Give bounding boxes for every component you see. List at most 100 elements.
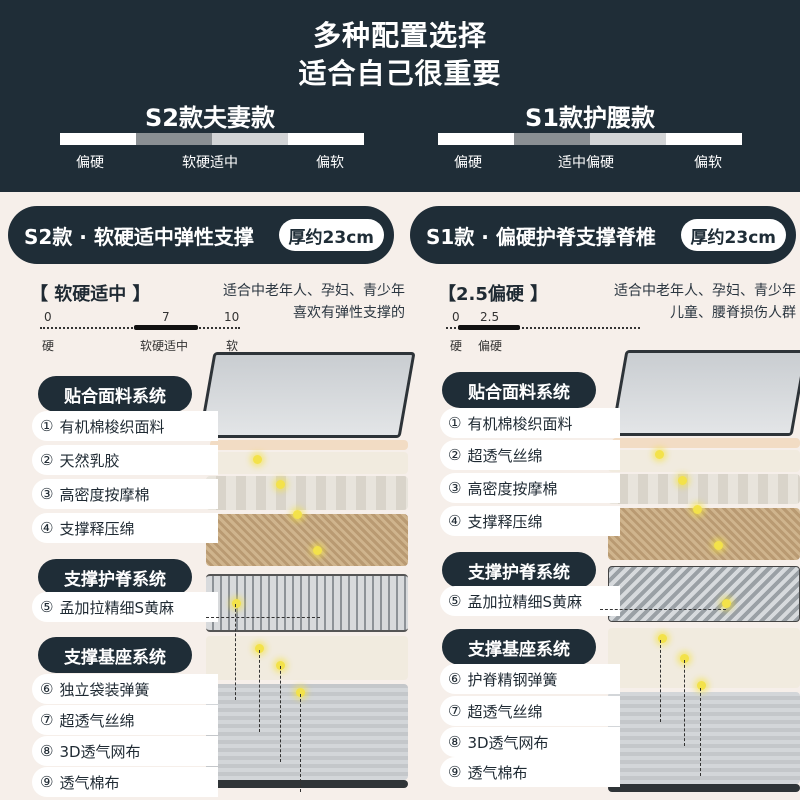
layer-number: ① — [448, 414, 462, 432]
layer-number: ⑤ — [40, 598, 54, 616]
headline-line-2: 适合自己很重要 — [298, 57, 502, 90]
fit-text-s2: 适合中老年人、孕妇、青少年 喜欢有弹性支撑的 — [190, 280, 405, 324]
model-title-s1: S1款护腰款 — [525, 104, 655, 132]
layer-label: 透气棉布 — [59, 773, 120, 792]
layer-number: ② — [40, 451, 54, 469]
headline-line-1: 多种配置选择 — [312, 19, 487, 52]
layer-label: 有机棉梭织面料 — [467, 414, 573, 433]
layer-item: ⑤ 孟加拉精细S黄麻 — [32, 592, 218, 622]
layer-number: ⑧ — [448, 733, 462, 751]
bar-label-soft-s2: 偏软 — [316, 155, 344, 171]
layer-label: 3D透气网布 — [59, 742, 141, 761]
system-pill-fabric-s2: 贴合面料系统 — [38, 376, 192, 412]
fit-line: 喜欢有弹性支撑的 — [293, 305, 405, 321]
section-title-s2: S2款 · 软硬适中弹性支撑 — [24, 224, 254, 249]
layer-marker-dot — [293, 510, 302, 519]
bar-label-mid-s1: 适中偏硬 — [558, 155, 614, 171]
layer-label: 独立袋装弹簧 — [59, 680, 150, 699]
leader-line — [300, 694, 301, 792]
section-pill-s2: S2款 · 软硬适中弹性支撑 厚约23cm — [8, 206, 394, 264]
layer-visual-cover — [610, 350, 800, 436]
layer-number: ② — [448, 446, 462, 464]
layer-marker-dot — [276, 661, 285, 670]
bar-label-firm-s1: 偏硬 — [454, 155, 482, 171]
layer-label: 天然乳胶 — [59, 451, 120, 470]
layer-item: ⑨ 透气棉布 — [32, 767, 218, 797]
layer-visual-fiber-2 — [608, 628, 800, 688]
leader-line — [280, 666, 281, 762]
system-pill-spine-s1: 支撑护脊系统 — [442, 552, 596, 588]
fit-text-s1: 适合中老年人、孕妇、青少年 儿童、腰脊损伤人群 — [590, 280, 796, 324]
layer-label: 支撑释压绵 — [467, 512, 543, 531]
system-pill-fabric-s1: 贴合面料系统 — [442, 372, 596, 408]
layer-number: ⑤ — [448, 592, 462, 610]
firmness-bar-s2 — [60, 133, 364, 145]
leader-line — [600, 609, 726, 610]
section-title-s1: S1款 · 偏硬护脊支撑脊椎 — [426, 224, 656, 249]
scale-right-s2: 软 — [226, 339, 239, 353]
layer-visual-support-foam — [608, 508, 800, 560]
layer-visual-pocket-springs — [206, 574, 408, 632]
layer-marker-dot — [693, 505, 702, 514]
layer-item: ① 有机棉梭织面料 — [32, 411, 218, 441]
layer-label: 3D透气网布 — [467, 733, 549, 752]
layer-visual-base-edge — [206, 780, 408, 788]
layer-visual-base-edge — [608, 784, 800, 792]
leader-line — [259, 650, 260, 732]
layer-label: 有机棉梭织面料 — [59, 417, 165, 436]
thickness-badge-s2: 厚约23cm — [278, 219, 384, 251]
layer-number: ① — [40, 417, 54, 435]
leader-line — [660, 640, 661, 722]
layer-visual-fiber-edge — [612, 438, 800, 448]
layer-number: ④ — [40, 519, 54, 537]
layer-marker-dot — [253, 455, 262, 464]
scale-left-s2: 硬 — [42, 339, 55, 353]
layer-visual-fiber — [608, 450, 800, 472]
layer-visual-base — [206, 684, 408, 780]
scale-left-s1: 硬 — [450, 339, 463, 353]
system-pill-base-s1: 支撑基座系统 — [442, 629, 596, 665]
scale-mid-s2: 软硬适中 — [140, 339, 189, 353]
layer-number: ③ — [40, 485, 54, 503]
firmness-bar-s1 — [438, 133, 742, 145]
section-pill-s1: S1款 · 偏硬护脊支撑脊椎 厚约23cm — [410, 206, 796, 264]
leader-line — [700, 688, 701, 776]
layer-marker-dot — [655, 450, 664, 459]
layer-visual-massage-foam — [206, 476, 408, 510]
layer-marker-dot — [255, 644, 264, 653]
bar-label-firm-s2: 偏硬 — [76, 155, 104, 171]
layer-marker-dot — [313, 546, 322, 555]
model-title-s2: S2款夫妻款 — [145, 104, 275, 132]
header-banner: 多种配置选择 适合自己很重要 S2款夫妻款 偏硬 软硬适中 偏软 S1款护腰款 … — [0, 0, 800, 192]
layer-number: ⑦ — [448, 702, 462, 720]
layer-visual-cover — [198, 352, 416, 438]
fit-line: 适合中老年人、孕妇、青少年 — [614, 283, 796, 299]
layer-visual-latex — [206, 452, 408, 474]
layer-item: ⑧ 3D透气网布 — [440, 727, 620, 757]
scale-min-s1: 0 — [452, 310, 460, 324]
layer-marker-dot — [697, 681, 706, 690]
layer-label: 高密度按摩棉 — [59, 485, 150, 504]
system-pill-base-s2: 支撑基座系统 — [38, 637, 192, 673]
layer-number: ⑨ — [40, 773, 54, 791]
layer-number: ③ — [448, 479, 462, 497]
scale-min-s2: 0 — [44, 310, 52, 324]
layer-label: 超透气丝绵 — [59, 711, 135, 730]
layer-visual-base — [608, 692, 800, 784]
leader-line — [684, 660, 685, 746]
layer-number: ⑥ — [448, 670, 462, 688]
scale-marker-s2 — [134, 325, 198, 330]
leader-line — [235, 604, 236, 700]
thickness-badge-s1: 厚约23cm — [680, 219, 786, 251]
layer-visual-fiber — [206, 636, 408, 680]
layer-label: 孟加拉精细S黄麻 — [59, 598, 174, 617]
hardness-title-s2: 【 软硬适中 】 — [30, 284, 151, 305]
layer-item: ③ 高密度按摩棉 — [32, 479, 218, 509]
layer-visual-massage-foam — [608, 474, 800, 504]
